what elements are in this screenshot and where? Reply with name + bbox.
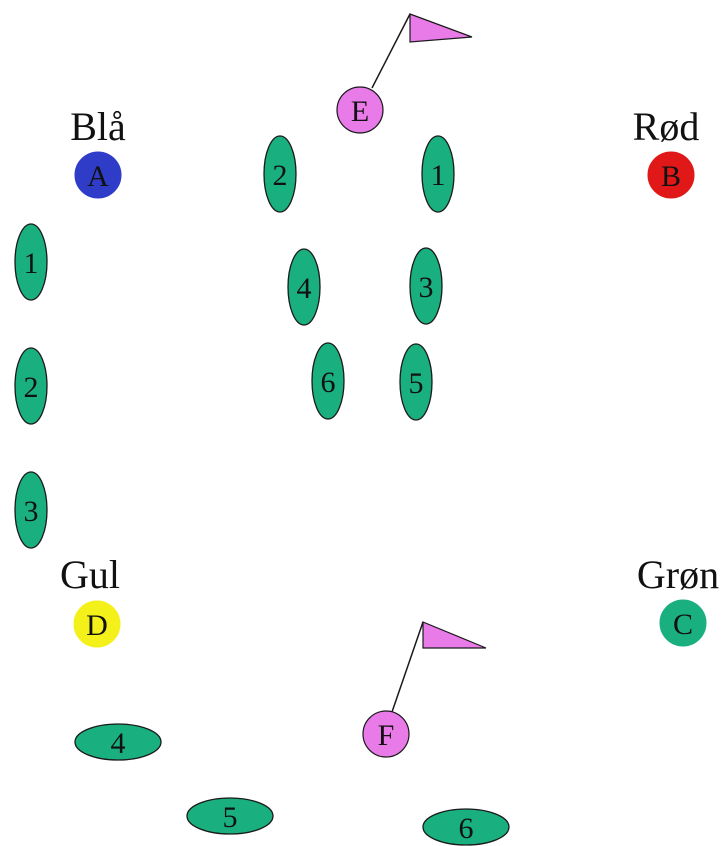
flag-circle-e — [336, 86, 384, 134]
corner-label-blue: Blå — [70, 104, 126, 149]
cone-left-1: 1 — [14, 223, 48, 301]
cone-center-3: 3 — [409, 247, 443, 325]
cone-shape-left-2 — [14, 347, 48, 425]
cone-center-2: 2 — [263, 135, 297, 213]
cone-shape-center-3 — [409, 247, 443, 325]
cones-layer: 1 2 3 1 2 3 4 5 6 4 5 6 — [14, 135, 510, 846]
corner-label-yellow: Gul — [60, 552, 120, 597]
cone-number-center-3: 3 — [419, 271, 434, 304]
cone-number-center-2: 2 — [273, 159, 288, 192]
cone-shape-left-1 — [14, 223, 48, 301]
cone-number-left-2: 2 — [24, 371, 39, 404]
corner-circle-green — [659, 599, 707, 647]
cone-shape-left-3 — [14, 471, 48, 549]
cone-shape-center-5 — [399, 343, 433, 421]
cone-center-5: 5 — [399, 343, 433, 421]
cone-shape-center-6 — [311, 342, 345, 420]
cone-bottom-5: 5 — [186, 797, 274, 835]
cone-shape-center-4 — [287, 248, 321, 326]
cone-number-left-1: 1 — [24, 247, 39, 280]
cone-number-left-3: 3 — [24, 495, 39, 528]
cone-center-1: 1 — [421, 135, 455, 213]
flag-pole-e — [371, 13, 411, 89]
corner-letter-red: B — [661, 160, 681, 193]
cone-shape-bottom-5 — [186, 797, 274, 835]
flag-circle-f — [362, 710, 410, 758]
flag-letter-e: E — [351, 95, 369, 128]
flag-letter-f: F — [378, 719, 395, 752]
flag-pennant-f — [422, 621, 487, 649]
cone-shape-center-2 — [263, 135, 297, 213]
flag-pennant-e — [409, 13, 473, 43]
corner-circle-blue — [74, 151, 122, 199]
flag-marker-f: F — [362, 621, 487, 758]
cone-center-6: 6 — [311, 342, 345, 420]
cone-number-bottom-4: 4 — [111, 727, 126, 760]
cone-shape-bottom-4 — [74, 723, 162, 761]
cone-shape-center-1 — [421, 135, 455, 213]
cone-center-4: 4 — [287, 248, 321, 326]
corner-letter-green: C — [673, 608, 693, 641]
cone-number-center-5: 5 — [409, 367, 424, 400]
corner-circle-red — [647, 151, 695, 199]
cone-left-3: 3 — [14, 471, 48, 549]
cone-number-center-6: 6 — [321, 366, 336, 399]
cone-number-center-1: 1 — [431, 159, 446, 192]
flag-pole-f — [391, 621, 424, 713]
flag-marker-e: E — [336, 13, 473, 134]
cone-number-center-4: 4 — [297, 272, 312, 305]
corner-letter-blue: A — [87, 160, 109, 193]
cone-number-bottom-6: 6 — [459, 812, 474, 845]
corner-label-green: Grøn — [637, 552, 719, 597]
flags-layer: EF — [336, 13, 487, 758]
corner-circle-yellow — [73, 600, 121, 648]
cone-shape-bottom-6 — [422, 808, 510, 846]
cone-number-bottom-5: 5 — [223, 801, 238, 834]
corner-label-red: Rød — [633, 104, 700, 149]
cone-bottom-6: 6 — [422, 808, 510, 846]
cone-left-2: 2 — [14, 347, 48, 425]
corner-letter-yellow: D — [86, 609, 108, 642]
cone-bottom-4: 4 — [74, 723, 162, 761]
